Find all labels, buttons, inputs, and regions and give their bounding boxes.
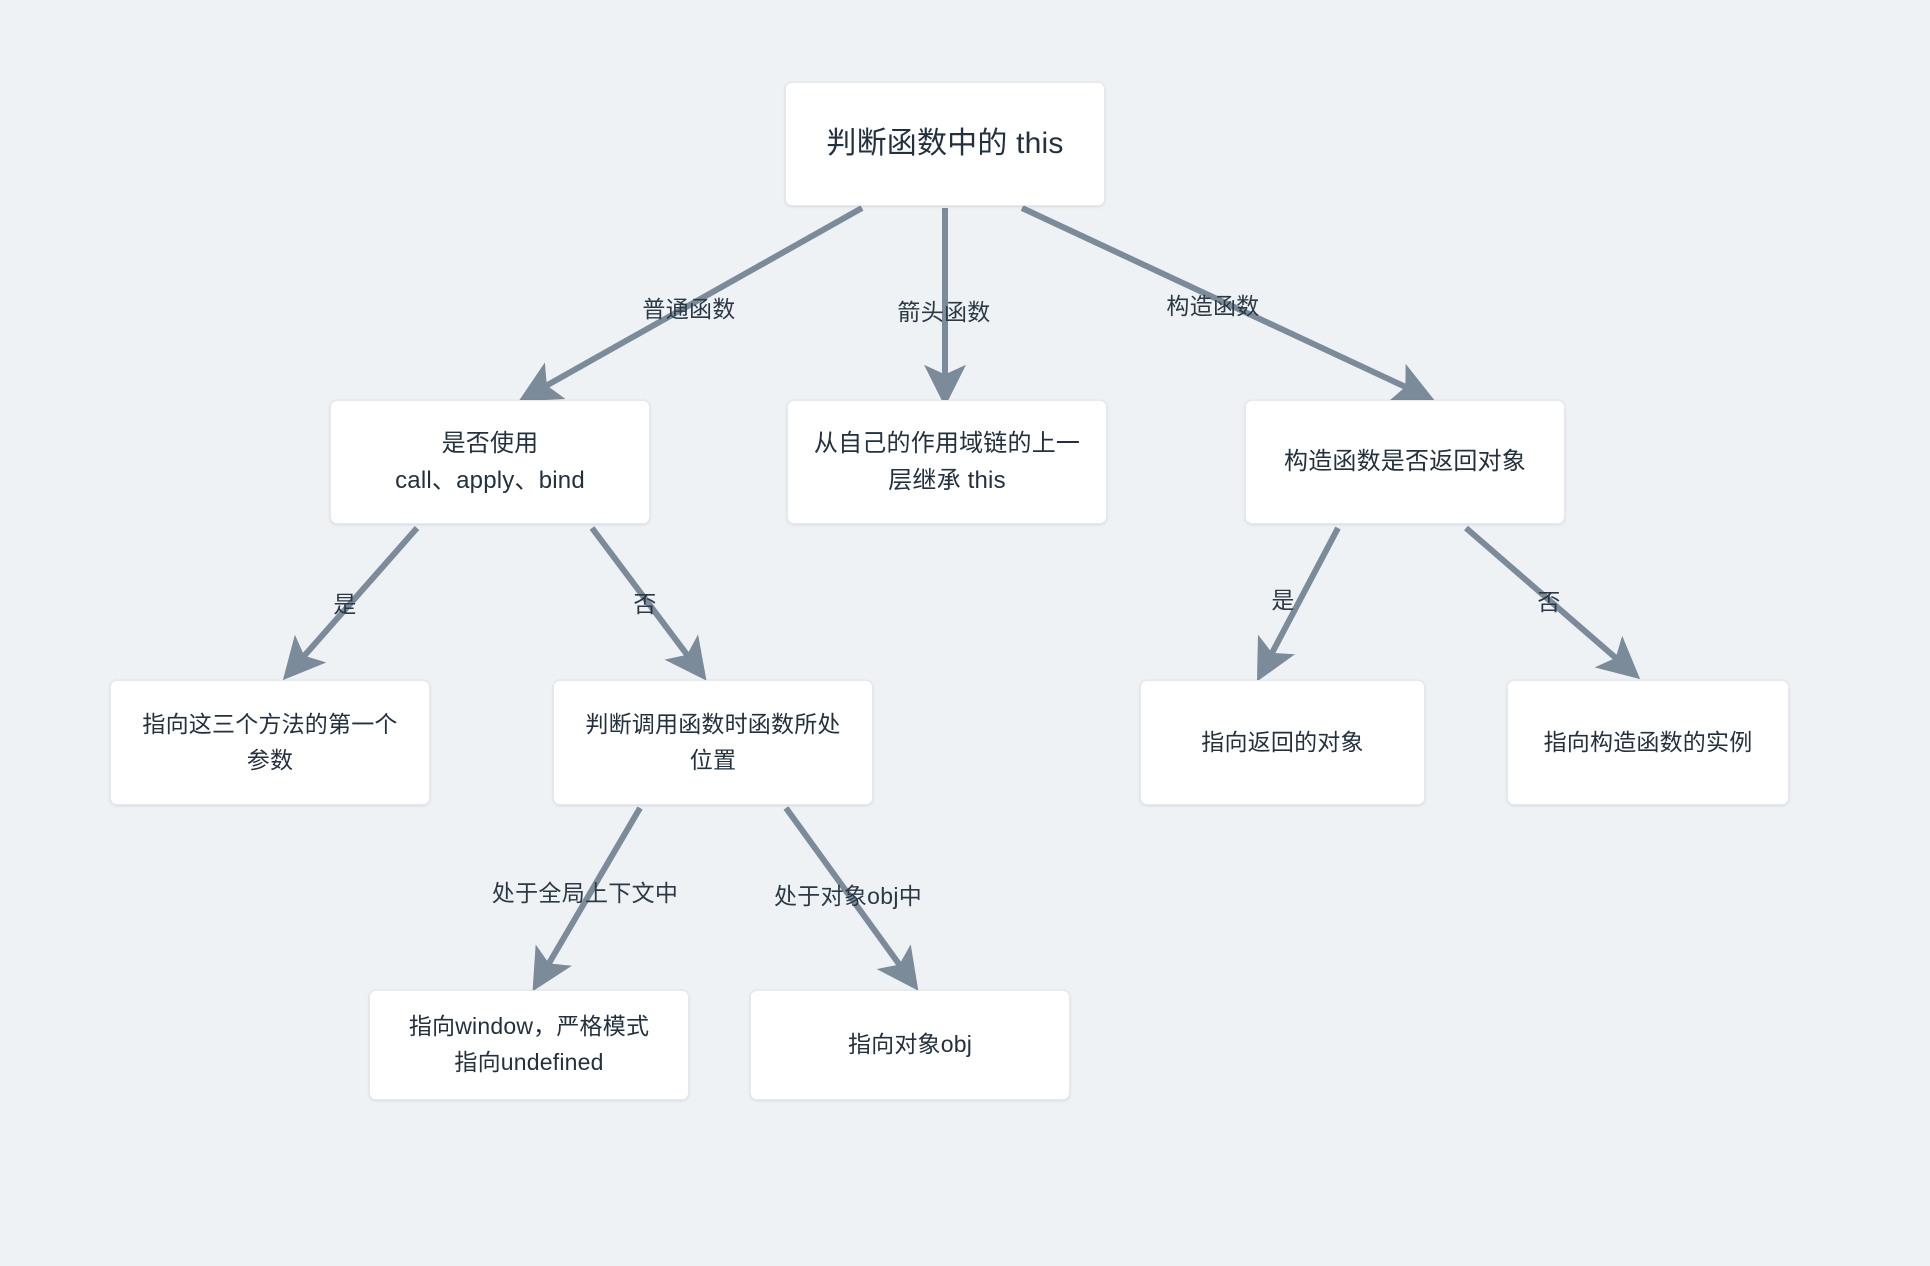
edge-label-normal-function: 普通函数 xyxy=(642,296,736,322)
edge-position-to-window xyxy=(532,806,643,992)
edge-root-to-normal xyxy=(518,205,864,402)
edge-root-to-ctor xyxy=(1020,205,1435,402)
node-constructor-instance[interactable]: 指向构造函数的实例 xyxy=(1507,680,1789,805)
node-returned-object-label: 指向返回的对象 xyxy=(1201,728,1364,755)
edge-label-yes-call-apply-bind: 是 xyxy=(333,591,357,617)
node-constructor-returns-object-label: 构造函数是否返回对象 xyxy=(1284,448,1526,476)
edge-label-no-call-apply-bind: 否 xyxy=(633,591,657,617)
node-window-or-undefined-label: 指向window，严格模式 指向undefined xyxy=(408,1013,650,1075)
edge-label-arrow-function: 箭头函数 xyxy=(897,299,991,325)
node-object-obj[interactable]: 指向对象obj xyxy=(750,990,1070,1100)
edge-position-to-obj xyxy=(783,806,919,991)
node-first-argument-label: 指向这三个方法的第一个 参数 xyxy=(142,710,398,773)
node-first-argument[interactable]: 指向这三个方法的第一个 参数 xyxy=(110,680,430,805)
node-normal-function[interactable]: 是否使用 call、apply、bind xyxy=(330,400,650,524)
node-returned-object[interactable]: 指向返回的对象 xyxy=(1140,680,1425,805)
node-constructor-returns-object[interactable]: 构造函数是否返回对象 xyxy=(1245,400,1565,524)
edge-label-inside-object-obj: 处于对象obj中 xyxy=(773,883,923,909)
node-arrow-function[interactable]: 从自己的作用域链的上一 层继承 this xyxy=(787,400,1107,524)
node-call-position-label: 判断调用函数时函数所处 位置 xyxy=(585,710,841,773)
node-root-label: 判断函数中的 this xyxy=(826,126,1064,160)
node-root[interactable]: 判断函数中的 this xyxy=(785,82,1105,206)
edge-ctor-to-retobj xyxy=(1256,526,1341,682)
node-constructor-instance-label: 指向构造函数的实例 xyxy=(1543,728,1753,755)
node-object-obj-label: 指向对象obj xyxy=(847,1031,973,1058)
edge-label-constructor-function: 构造函数 xyxy=(1166,293,1260,319)
edge-ctor-to-instance xyxy=(1464,525,1641,680)
edge-label-global-context: 处于全局上下文中 xyxy=(491,880,679,906)
edge-label-yes-returns-object: 是 xyxy=(1271,587,1295,613)
node-arrow-function-label: 从自己的作用域链的上一 层继承 this xyxy=(813,429,1081,494)
node-call-position[interactable]: 判断调用函数时函数所处 位置 xyxy=(553,680,873,805)
node-window-or-undefined[interactable]: 指向window，严格模式 指向undefined xyxy=(369,990,689,1100)
node-normal-function-label: 是否使用 call、apply、bind xyxy=(395,429,585,494)
edge-normal-to-firstarg xyxy=(282,526,420,681)
edge-label-no-returns-object: 否 xyxy=(1537,589,1561,615)
edge-normal-to-position xyxy=(589,526,707,681)
